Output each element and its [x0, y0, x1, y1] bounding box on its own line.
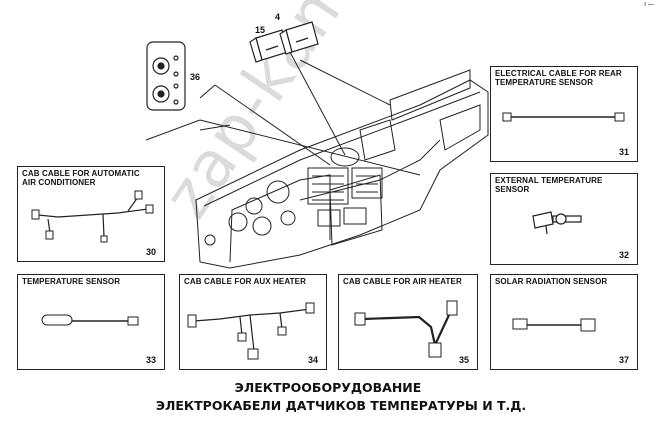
box-number-35: 35 [458, 355, 469, 365]
box-title-air-heater-cable: CAB CABLE FOR AIR HEATER [343, 277, 462, 286]
external-sensor-drawing [532, 211, 582, 235]
box-solar-sensor: SOLAR RADIATION SENSOR 37 [490, 274, 638, 370]
box-air-heater-cable: CAB CABLE FOR AIR HEATER 35 [338, 274, 478, 370]
box-external-sensor: EXTERNAL TEMPERATURE SENSOR 32 [490, 173, 638, 265]
callout-4: 4 [275, 12, 281, 22]
box-title-temperature-sensor: TEMPERATURE SENSOR [22, 277, 121, 286]
box-number-33: 33 [145, 355, 156, 365]
callout-36: 36 [190, 72, 201, 82]
air-heater-cable-drawing [354, 300, 458, 358]
box-number-34: 34 [307, 355, 318, 365]
box-title-ac-cable: CAB CABLE FOR AUTOMATIC AIR CONDITIONER [22, 169, 140, 187]
box-rear-sensor-cable: ELECTRICAL CABLE FOR REAR TEMPERATURE SE… [490, 66, 638, 162]
corner-mark: r — [644, 2, 654, 8]
rear-sensor-cable-drawing [502, 112, 625, 122]
solar-sensor-drawing [512, 318, 596, 332]
box-aux-heater-cable: CAB CABLE FOR AUX HEATER 34 [179, 274, 327, 370]
box-title-aux-heater-cable: CAB CABLE FOR AUX HEATER [184, 277, 306, 286]
box-number-31: 31 [618, 147, 629, 157]
box-number-32: 32 [618, 250, 629, 260]
aux-heater-cable-drawing [187, 302, 315, 360]
callout-15: 15 [255, 25, 266, 35]
caption-line-1: ЭЛЕКТРООБОРУДОВАНИЕ [234, 380, 422, 395]
temperature-sensor-drawing [41, 314, 139, 326]
caption-line-2: ЭЛЕКТРОКАБЕЛИ ДАТЧИКОВ ТЕМПЕРАТУРЫ И Т.Д… [155, 398, 527, 413]
box-ac-cable: CAB CABLE FOR AUTOMATIC AIR CONDITIONER … [17, 166, 165, 262]
ac-cable-drawing [31, 190, 154, 243]
box-title-solar-sensor: SOLAR RADIATION SENSOR [495, 277, 608, 286]
box-number-37: 37 [618, 355, 629, 365]
box-title-rear-sensor-cable: ELECTRICAL CABLE FOR REAR TEMPERATURE SE… [495, 69, 622, 87]
box-title-external-sensor: EXTERNAL TEMPERATURE SENSOR [495, 176, 603, 194]
box-number-30: 30 [145, 247, 156, 257]
box-temperature-sensor: TEMPERATURE SENSOR 33 [17, 274, 165, 370]
